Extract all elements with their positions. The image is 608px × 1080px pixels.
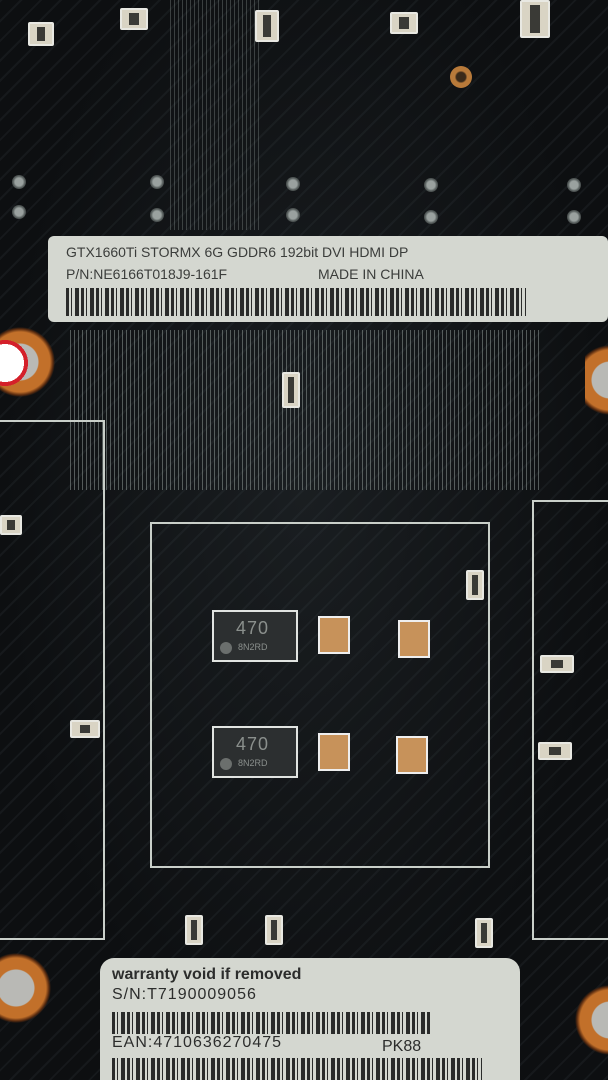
capacitor-value: 470 — [236, 618, 270, 638]
smd-component — [475, 918, 493, 948]
via — [450, 66, 472, 88]
capacitor-value: 470 — [236, 734, 270, 754]
capacitor-code: 8N2RD — [238, 758, 268, 768]
via — [150, 208, 164, 222]
serial-number: S/N:T7190009056 — [112, 986, 257, 1003]
board-outline — [0, 420, 105, 940]
via — [12, 205, 26, 219]
barcode — [112, 1012, 432, 1034]
gold-pad — [318, 616, 350, 654]
capacitor-470: 470 8N2RD — [212, 610, 298, 662]
product-label: GTX1660Ti STORMX 6G GDDR6 192bit DVI HDM… — [48, 236, 608, 322]
mounting-hole — [585, 335, 608, 425]
smd-component — [120, 8, 148, 30]
smd-component — [0, 515, 22, 535]
ean-number: EAN:4710636270475 — [112, 1034, 283, 1051]
smd-component — [28, 22, 54, 46]
barcode — [66, 288, 526, 316]
smd-component — [265, 915, 283, 945]
via — [286, 177, 300, 191]
smd-component — [390, 12, 418, 34]
smd-component — [466, 570, 484, 600]
capacitor-code: 8N2RD — [238, 642, 268, 652]
capacitor-470: 470 8N2RD — [212, 726, 298, 778]
via — [567, 210, 581, 224]
via — [12, 175, 26, 189]
smd-component — [255, 10, 279, 42]
board-outline — [532, 500, 608, 940]
product-model: GTX1660Ti STORMX 6G GDDR6 192bit DVI HDM… — [66, 244, 409, 260]
polarity-mark — [220, 642, 232, 654]
smd-component — [282, 372, 300, 408]
warning-sticker-icon — [0, 340, 28, 386]
warranty-text: warranty void if removed — [112, 966, 302, 983]
via — [424, 178, 438, 192]
smd-component — [538, 742, 572, 760]
origin-text: MADE IN CHINA — [318, 266, 424, 282]
smd-component — [185, 915, 203, 945]
via — [424, 210, 438, 224]
smd-component — [520, 0, 550, 38]
trace-field — [170, 0, 260, 230]
mounting-hole — [570, 975, 608, 1065]
via — [150, 175, 164, 189]
polarity-mark — [220, 758, 232, 770]
gold-pad — [318, 733, 350, 771]
part-number: P/N:NE6166T018J9-161F — [66, 266, 228, 282]
via — [286, 208, 300, 222]
gold-pad — [398, 620, 430, 658]
warranty-label: warranty void if removed S/N:T7190009056… — [100, 958, 520, 1080]
via — [567, 178, 581, 192]
gold-pad — [396, 736, 428, 774]
smd-component — [540, 655, 574, 673]
pk-code: PK88 — [382, 1038, 422, 1055]
mounting-hole — [0, 938, 66, 1038]
barcode — [112, 1058, 482, 1080]
trace-field — [70, 330, 540, 490]
gpu-outline — [150, 522, 490, 868]
smd-component — [70, 720, 100, 738]
